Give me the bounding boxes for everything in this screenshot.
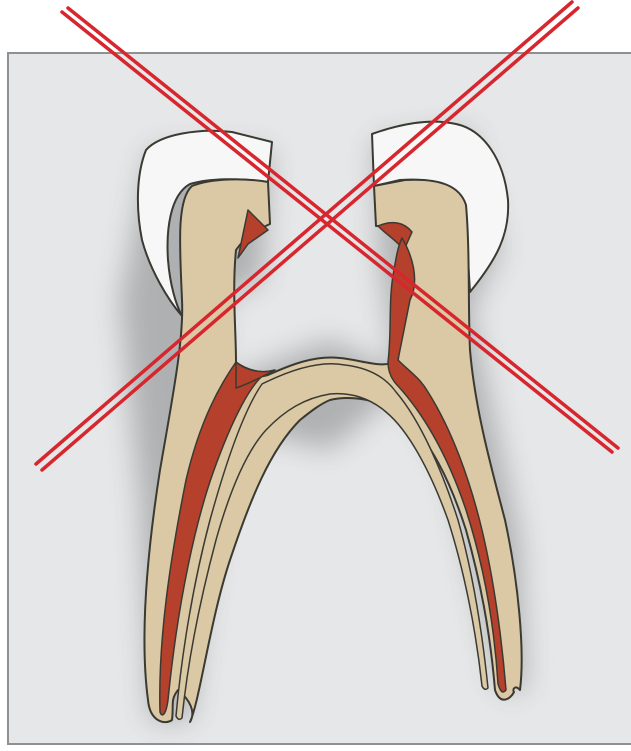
tooth-illustration (0, 0, 631, 751)
tooth-diagram (0, 0, 631, 751)
